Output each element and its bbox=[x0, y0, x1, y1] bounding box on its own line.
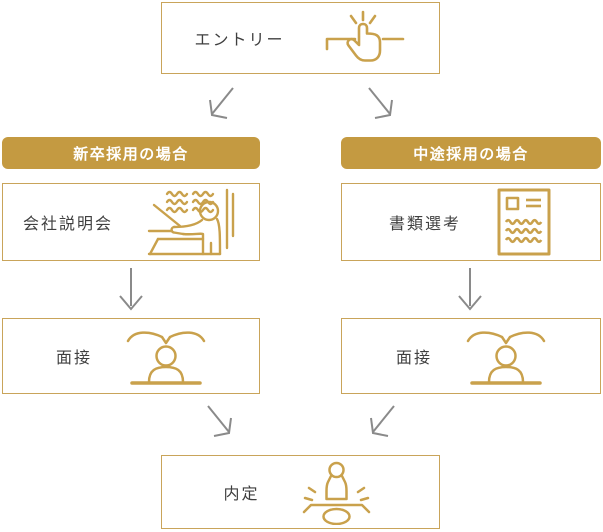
arrow-left-interview-to-offer bbox=[205, 403, 239, 439]
tap-click-icon bbox=[319, 9, 407, 67]
new-grad-track-header: 新卒採用の場合 bbox=[2, 137, 260, 169]
interview-step-box-right: 面接 bbox=[341, 318, 601, 394]
presentation-icon bbox=[147, 186, 239, 258]
document-screening-step-box: 書類選考 bbox=[341, 183, 601, 261]
arrow-screening-to-interview bbox=[456, 268, 484, 314]
interview-icon bbox=[466, 325, 546, 387]
mid-career-track-label: 中途採用の場合 bbox=[413, 145, 529, 163]
document-screening-label: 書類選考 bbox=[388, 216, 461, 233]
company-seminar-step-box: 会社説明会 bbox=[2, 183, 260, 261]
company-seminar-label: 会社説明会 bbox=[22, 216, 113, 233]
interview-label-right: 面接 bbox=[395, 350, 432, 367]
mid-career-track-header: 中途採用の場合 bbox=[341, 137, 601, 169]
stamp-icon bbox=[294, 459, 378, 525]
entry-step-box: エントリー bbox=[161, 2, 440, 74]
job-offer-label: 内定 bbox=[223, 486, 260, 503]
interview-icon bbox=[126, 325, 206, 387]
interview-step-box-left: 面接 bbox=[2, 318, 260, 394]
job-offer-step-box: 内定 bbox=[161, 455, 440, 529]
interview-label-left: 面接 bbox=[55, 350, 92, 367]
document-icon bbox=[495, 187, 553, 257]
arrow-seminar-to-interview bbox=[117, 268, 145, 314]
new-grad-track-label: 新卒採用の場合 bbox=[73, 145, 189, 163]
arrow-entry-to-left-track bbox=[202, 85, 236, 121]
arrow-entry-to-right-track bbox=[366, 85, 400, 121]
arrow-right-interview-to-offer bbox=[363, 403, 397, 439]
entry-step-label: エントリー bbox=[194, 32, 285, 49]
